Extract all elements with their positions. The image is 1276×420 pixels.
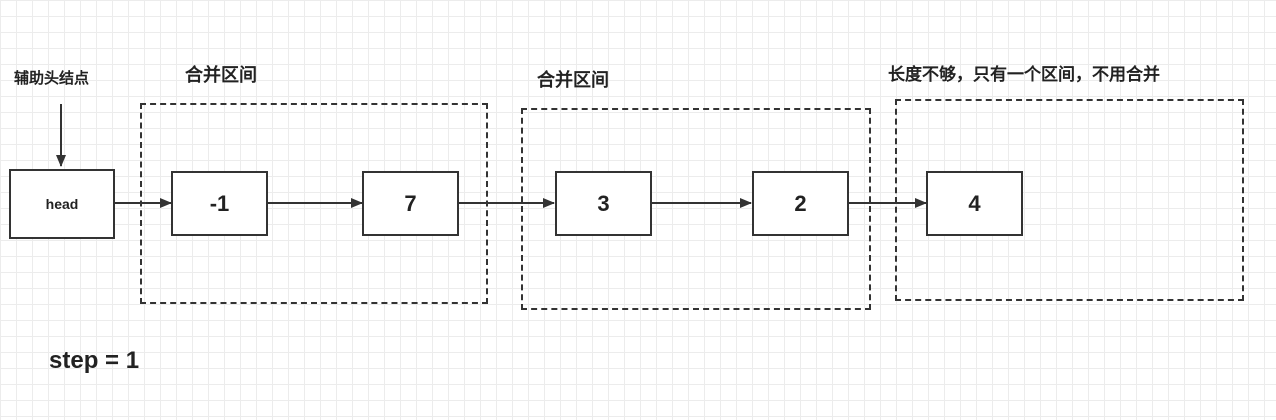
list-node-4: 2 xyxy=(752,171,849,236)
list-node-5: 4 xyxy=(926,171,1023,236)
merge-group-2 xyxy=(521,108,871,310)
list-node-2: 7 xyxy=(362,171,459,236)
list-node-3: 3 xyxy=(555,171,652,236)
group-2-label: 合并区间 xyxy=(537,70,609,91)
step-label: step = 1 xyxy=(49,347,140,374)
list-node-1: -1 xyxy=(171,171,268,236)
helper-head-label: 辅助头结点 xyxy=(14,69,90,87)
merge-group-1 xyxy=(140,103,488,304)
head-node: head xyxy=(9,169,115,239)
group-1-label: 合并区间 xyxy=(185,65,257,86)
single-group xyxy=(895,99,1244,301)
group-3-label: 长度不够，只有一个区间，不用合并 xyxy=(888,65,1160,85)
